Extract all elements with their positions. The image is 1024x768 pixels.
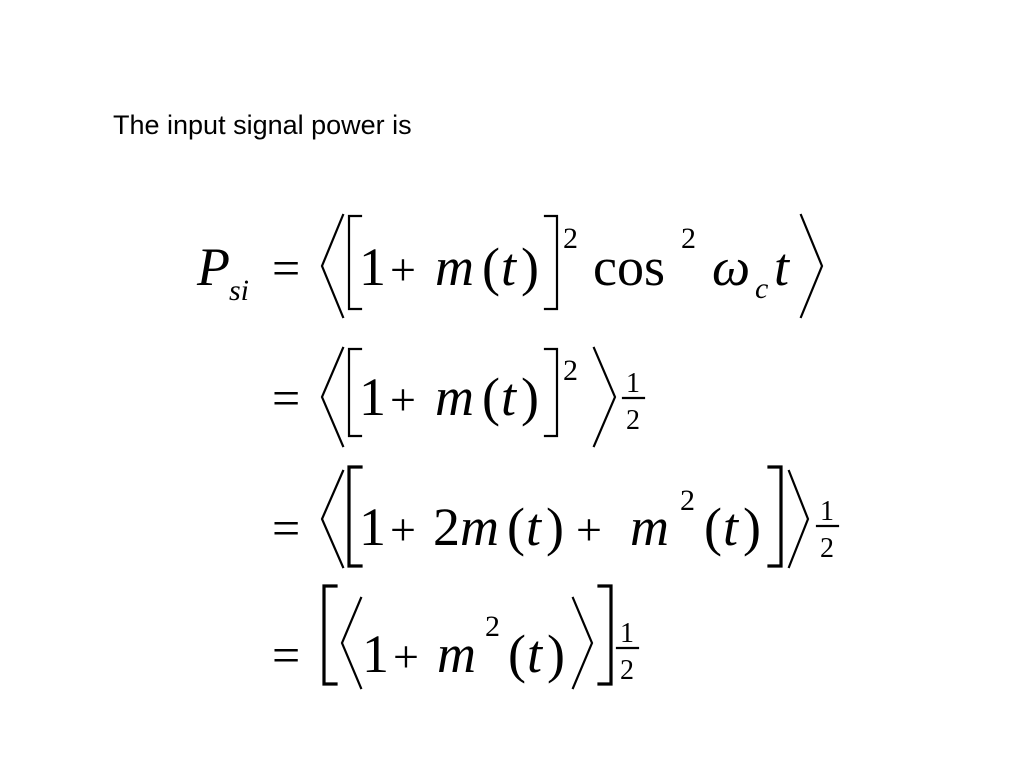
left-square-bracket	[322, 584, 338, 686]
number-two: 2	[433, 497, 460, 557]
fraction-denominator: 2	[820, 533, 834, 564]
equals-sign: =	[272, 240, 300, 296]
left-paren: (	[507, 497, 525, 557]
number-one: 1	[359, 367, 386, 427]
number-one: 1	[359, 237, 386, 297]
right-paren: )	[521, 237, 539, 297]
equation-line-4: = 1 + m 2 ( t ) 1 2	[272, 584, 640, 690]
left-angle-bracket	[320, 469, 345, 569]
power-subscript: si	[229, 274, 249, 307]
function-m: m	[435, 237, 474, 297]
left-paren: (	[482, 237, 500, 297]
right-paren: )	[521, 367, 539, 427]
plus-sign: +	[576, 504, 602, 555]
power-symbol: P	[196, 237, 230, 297]
variable-t: t	[501, 367, 518, 427]
plus-sign: +	[390, 504, 416, 555]
exponent-two: 2	[563, 354, 578, 387]
omega-subscript: c	[755, 272, 768, 305]
variable-t: t	[527, 624, 544, 684]
function-m: m	[435, 367, 474, 427]
equation-line-3: = 1 + 2 m ( t ) + m 2 ( t ) 1 2	[272, 465, 840, 569]
right-paren: )	[547, 624, 565, 684]
right-angle-bracket	[787, 469, 810, 569]
equals-sign: =	[272, 370, 300, 426]
right-square-bracket	[543, 347, 559, 438]
variable-t: t	[774, 237, 791, 297]
fraction-numerator: 1	[620, 618, 634, 649]
fraction-denominator: 2	[626, 405, 640, 436]
plus-sign: +	[390, 244, 416, 295]
plus-sign: +	[393, 631, 419, 682]
omega-symbol: ω	[712, 237, 750, 297]
cosine-function: cos	[593, 237, 665, 297]
number-one: 1	[362, 624, 389, 684]
fraction-numerator: 1	[626, 368, 640, 399]
left-angle-bracket	[340, 596, 363, 690]
left-square-bracket	[347, 214, 363, 311]
equals-sign: =	[272, 627, 300, 683]
right-square-bracket	[543, 214, 559, 311]
function-m: m	[460, 497, 499, 557]
variable-t: t	[501, 237, 518, 297]
right-angle-bracket	[799, 213, 824, 319]
function-m: m	[630, 497, 669, 557]
right-square-bracket	[597, 584, 613, 686]
slide-heading: The input signal power is	[113, 110, 412, 140]
equation-line-2: = 1 + m ( t ) 2 1 2	[272, 346, 646, 448]
fraction-numerator: 1	[820, 496, 834, 527]
equals-sign: =	[272, 500, 300, 556]
left-square-bracket	[347, 347, 363, 438]
equation-line-1: P si = 1 + m ( t ) 2 cos 2 ω c t	[196, 213, 824, 319]
variable-t: t	[526, 497, 543, 557]
right-paren: )	[743, 497, 761, 557]
right-square-bracket	[767, 465, 783, 568]
variable-t: t	[723, 497, 740, 557]
left-square-bracket	[347, 465, 363, 568]
right-paren: )	[546, 497, 564, 557]
left-angle-bracket	[320, 213, 345, 319]
fraction-denominator: 2	[620, 655, 634, 686]
right-angle-bracket	[592, 346, 617, 448]
function-m: m	[437, 624, 476, 684]
left-paren: (	[482, 367, 500, 427]
plus-sign: +	[390, 374, 416, 425]
left-paren: (	[704, 497, 722, 557]
left-paren: (	[508, 624, 526, 684]
cosine-exponent: 2	[681, 222, 696, 255]
exponent-two: 2	[563, 222, 578, 255]
number-one: 1	[359, 497, 386, 557]
left-angle-bracket	[320, 346, 345, 448]
exponent-two: 2	[680, 484, 695, 517]
exponent-two: 2	[485, 610, 500, 643]
right-angle-bracket	[571, 596, 594, 690]
